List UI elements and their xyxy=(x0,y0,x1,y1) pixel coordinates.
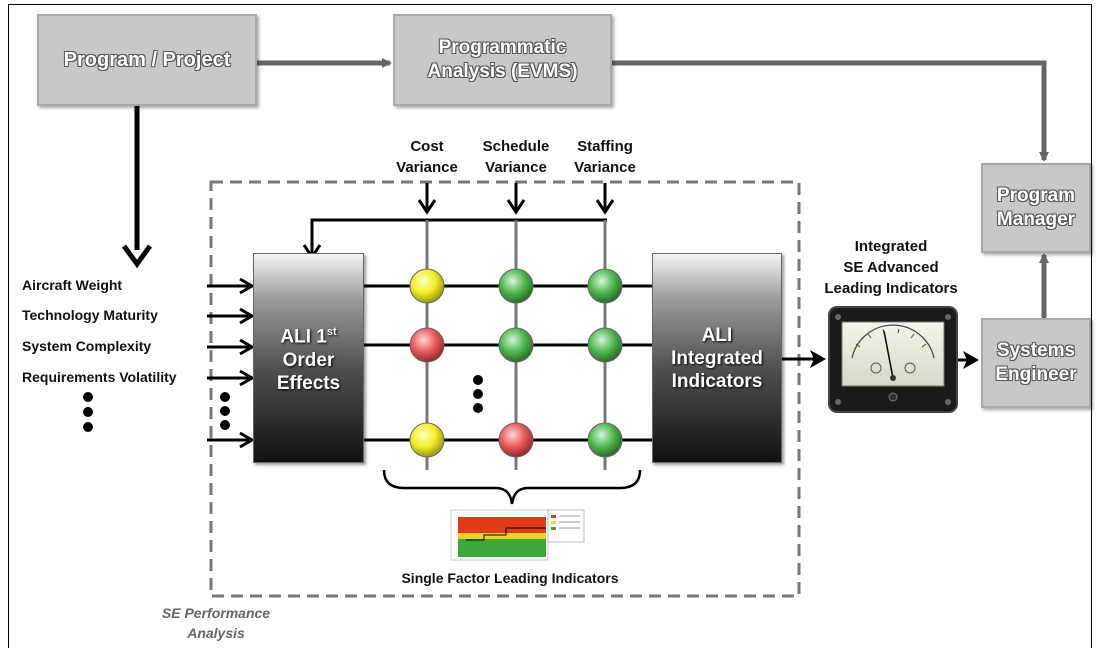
gauge-meter-icon xyxy=(828,306,958,413)
ellipsis-dots-arrows xyxy=(220,392,230,430)
indicator-staffing-row1 xyxy=(587,268,623,304)
se-performance-label: SE Performance Analysis xyxy=(161,605,271,641)
input-arrows xyxy=(207,277,255,449)
indicator-cost-row2 xyxy=(409,327,445,363)
input-label-technology-maturity: Technology Maturity xyxy=(22,307,158,323)
program-manager-box: Program Manager xyxy=(981,163,1091,253)
programmatic-analysis-line1: Programmatic xyxy=(438,37,567,58)
indicator-staffing-row3 xyxy=(587,422,623,458)
indicator-cost-row3 xyxy=(409,422,445,458)
indicator-cost-row1 xyxy=(409,268,445,304)
indicator-schedule-row3 xyxy=(498,422,534,458)
systems-engineer-line1: Systems xyxy=(996,340,1076,361)
arrowhead-project-to-inputs xyxy=(121,244,153,269)
mini-chart-thumbnail xyxy=(450,509,585,561)
program-manager-line1: Program xyxy=(996,185,1076,206)
ellipsis-dots-grid xyxy=(473,375,483,413)
ali-first-order-effects-block: ALI 1st Order Effects xyxy=(253,253,364,463)
indicator-brace xyxy=(382,469,642,505)
diagram-frame xyxy=(8,4,1092,648)
integrated-se-title: Integrated SE Advanced Leading Indicator… xyxy=(824,238,958,297)
program-project-label: Program / Project xyxy=(63,48,231,71)
systems-engineer-line2: Engineer xyxy=(995,364,1077,385)
variance-arrows xyxy=(417,183,615,215)
indicator-schedule-row1 xyxy=(498,268,534,304)
se-performance-analysis-region xyxy=(209,180,801,598)
single-factor-label: Single Factor Leading Indicators xyxy=(401,570,619,586)
arrow-programmatic-to-manager xyxy=(612,60,1049,162)
program-project-box: Program / Project xyxy=(37,14,257,106)
programmatic-analysis-box: Programmatic Analysis (EVMS) xyxy=(393,14,612,106)
arrowhead-integrated-to-meter xyxy=(810,350,826,368)
input-label-system-complexity: System Complexity xyxy=(22,338,152,354)
program-manager-line2: Manager xyxy=(996,209,1076,230)
input-label-aircraft-weight: Aircraft Weight xyxy=(22,277,123,293)
indicator-schedule-row2 xyxy=(498,327,534,363)
arrowhead-meter-to-engineer xyxy=(963,351,979,369)
programmatic-analysis-line2: Analysis (EVMS) xyxy=(427,61,578,82)
ali-integrated-indicators-block: ALI Integrated Indicators xyxy=(652,253,782,463)
feedback-loop xyxy=(310,218,607,255)
ellipsis-dots-inputs xyxy=(83,392,93,432)
systems-engineer-box: Systems Engineer xyxy=(981,318,1091,408)
input-label-requirements-volatility: Requirements Volatility xyxy=(22,369,177,385)
indicator-row-lines xyxy=(364,284,652,442)
indicator-staffing-row2 xyxy=(587,327,623,363)
